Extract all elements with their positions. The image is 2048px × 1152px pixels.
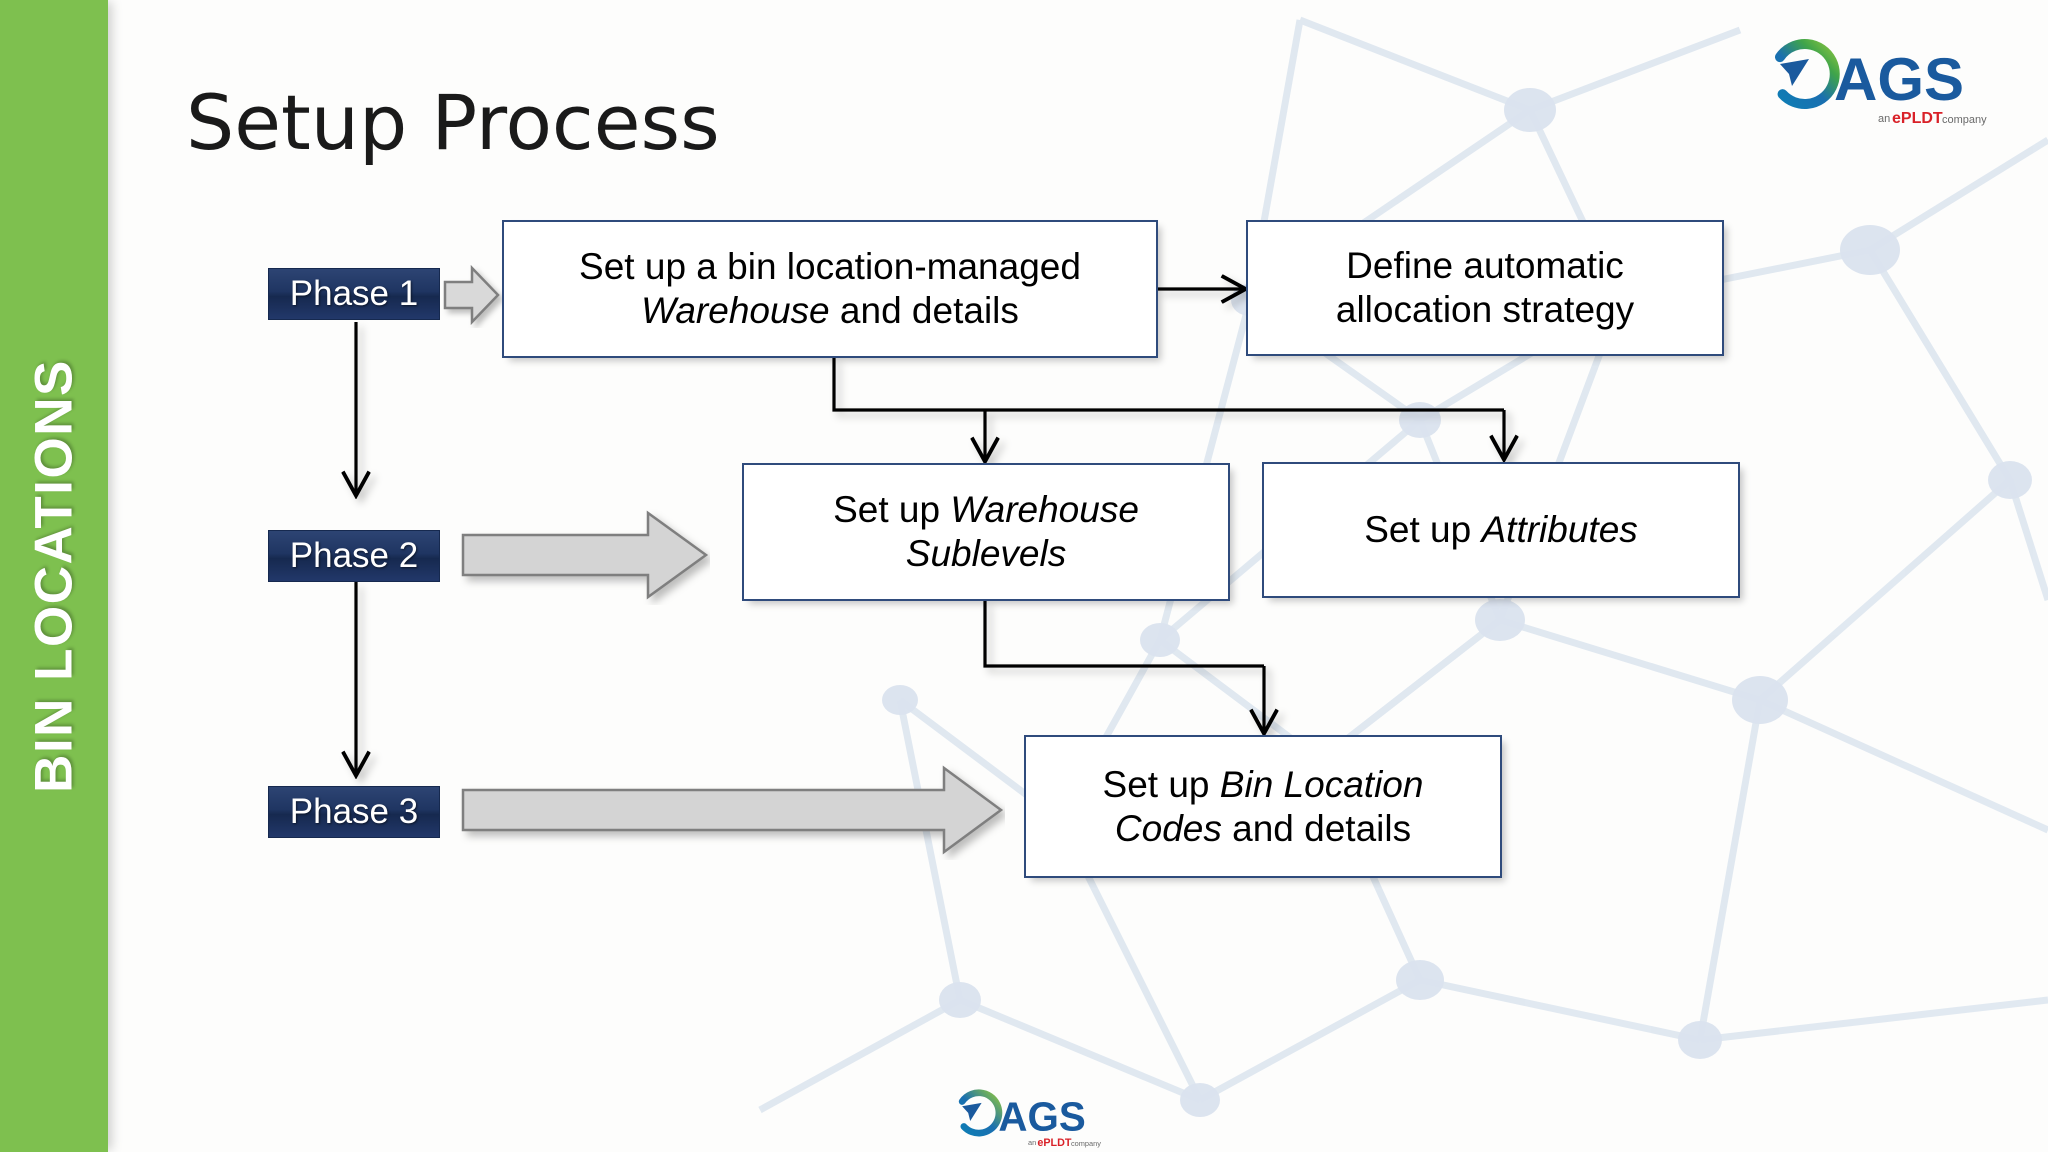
phase-badge-3[interactable]: Phase 3 (268, 786, 440, 838)
ags-wordmark-bottom: AGS (998, 1093, 1085, 1139)
ags-tagline-brand-bottom: ePLDT (1037, 1137, 1071, 1149)
ags-wordmark: AGS (1834, 46, 1964, 113)
box-sublevels-line1-italic: Warehouse (950, 489, 1139, 531)
box-warehouse-line2-italic: Warehouse (641, 290, 830, 331)
box-bincodes-line1-pre: Set up (1102, 763, 1220, 805)
box-sublevels-line1-pre: Set up (833, 489, 951, 531)
ags-navigation-arrow-icon (1780, 59, 1809, 86)
phase-badge-1[interactable]: Phase 1 (268, 268, 440, 320)
box-attributes-line1-pre: Set up (1364, 509, 1482, 551)
ags-tagline-prefix-bottom: an (1028, 1138, 1036, 1147)
ags-tagline-suffix: company (1942, 114, 1987, 126)
flow-box-attributes[interactable]: Set up Attributes (1262, 462, 1740, 598)
flow-box-warehouse-sublevels[interactable]: Set up Warehouse Sublevels (742, 463, 1230, 601)
box-attributes-line1-italic: Attributes (1481, 509, 1638, 551)
box-allocation-line2: allocation strategy (1335, 289, 1635, 330)
connector-sublevels-elbow (983, 601, 1264, 668)
sidebar-bin-locations: BIN LOCATIONS (0, 0, 108, 1152)
box-warehouse-line2-post: and details (829, 290, 1019, 331)
block-arrow-phase3 (461, 765, 1004, 855)
box-sublevels-line2-italic: Sublevels (905, 533, 1067, 574)
ags-tagline-brand: ePLDT (1892, 110, 1943, 127)
ags-logo-top: AGS an ePLDT company (1769, 39, 1987, 127)
box-bincodes-line2-post: and details (1221, 807, 1412, 849)
flow-box-allocation-strategy[interactable]: Define automatic allocation strategy (1246, 220, 1724, 356)
page-title: Setup Process (186, 78, 720, 167)
box-warehouse-line1: Set up a bin location-managed (579, 246, 1081, 288)
flow-box-bin-location-codes[interactable]: Set up Bin Location Codes and details (1024, 735, 1502, 878)
box-bincodes-line2-italic: Codes (1114, 807, 1222, 849)
ags-navigation-arrow-icon-bottom (962, 1102, 982, 1121)
box-bincodes-line1-italic: Bin Location (1219, 763, 1424, 805)
ags-tagline-suffix-bottom: company (1071, 1139, 1101, 1148)
flow-box-warehouse-setup[interactable]: Set up a bin location-managed Warehouse … (502, 220, 1158, 358)
phase-badge-2[interactable]: Phase 2 (268, 530, 440, 582)
ags-ring-icon-bottom (955, 1089, 1003, 1137)
ags-tagline-prefix: an (1878, 113, 1890, 125)
block-arrow-phase1 (443, 264, 500, 326)
block-arrow-phase2 (461, 510, 709, 600)
connector-warehouse-elbow-trunk (832, 358, 1504, 412)
ags-logo-bottom: AGS an ePLDT company (955, 1089, 1101, 1149)
box-allocation-line1: Define automatic (1346, 245, 1624, 287)
ags-ring-icon (1769, 39, 1840, 109)
sidebar-title-label: BIN LOCATIONS (24, 359, 84, 793)
